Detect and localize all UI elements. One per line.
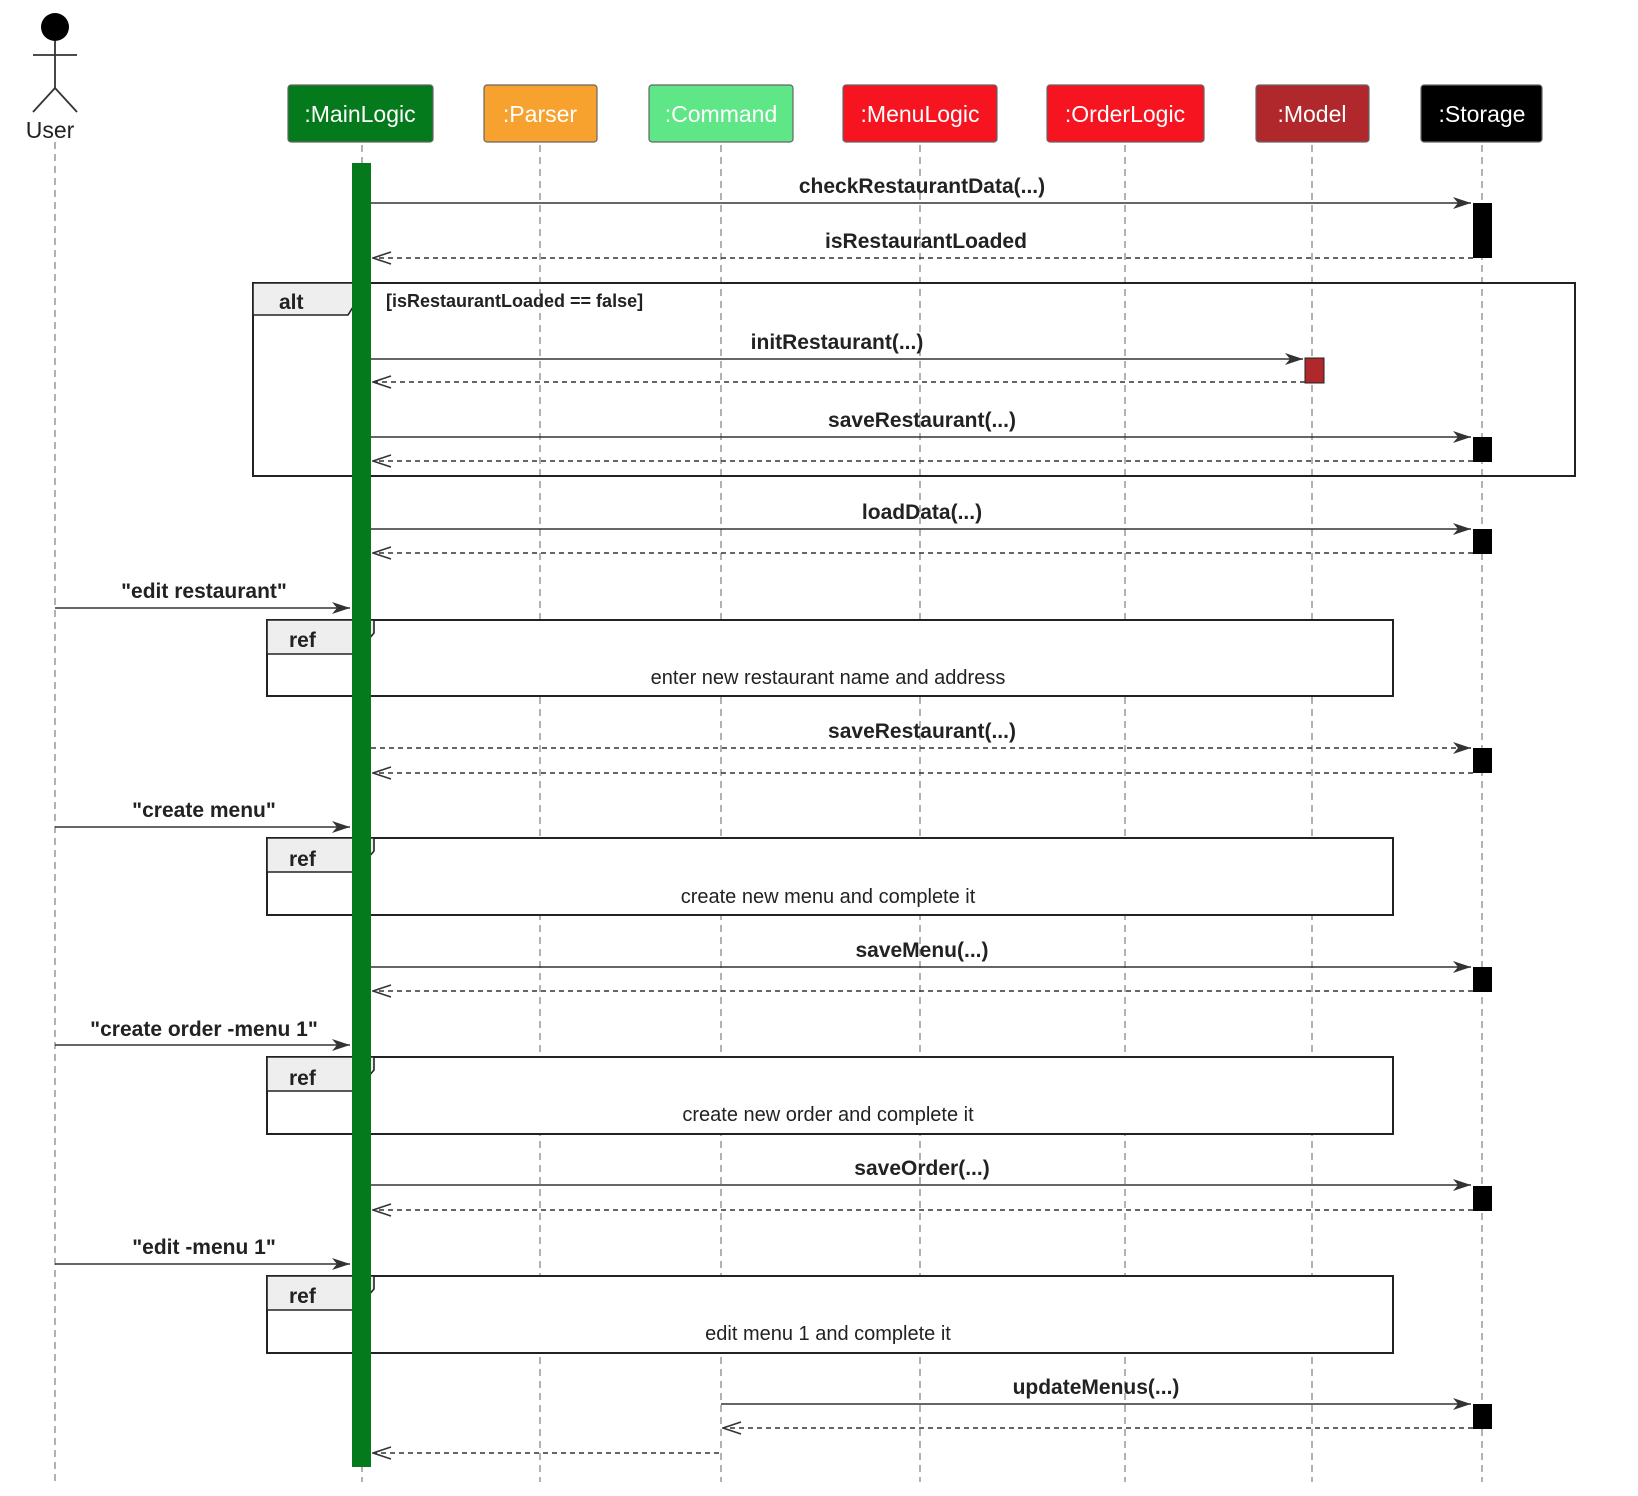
participant-command: :Command	[648, 84, 794, 143]
fragment-alt: alt [isRestaurantLoaded == false]	[252, 282, 1576, 477]
activation-model	[1304, 357, 1325, 384]
participant-label: :Storage	[1439, 101, 1526, 127]
fragment-text: create new menu and complete it	[681, 886, 976, 908]
participant-storage: :Storage	[1420, 84, 1543, 143]
message-label: saveRestaurant(...)	[828, 409, 1016, 432]
fragment-guard: [isRestaurantLoaded == false]	[386, 291, 643, 311]
participant-label: :Model	[1277, 101, 1346, 127]
fragment-kind-label: ref	[289, 848, 317, 871]
fragment-ref: ref edit menu 1 and complete it	[266, 1275, 1394, 1354]
message-label: saveRestaurant(...)	[828, 720, 1016, 743]
activation-storage	[1473, 203, 1492, 258]
fragment-ref: ref create new menu and complete it	[266, 837, 1394, 916]
participant-parser: :Parser	[483, 84, 598, 143]
message-label: isRestaurantLoaded	[825, 230, 1027, 253]
participant-label: :Parser	[503, 101, 577, 127]
fragment-kind-label: alt	[279, 291, 304, 314]
fragment-text: enter new restaurant name and address	[651, 667, 1006, 689]
message-label: checkRestaurantData(...)	[799, 175, 1045, 198]
actor-label: User	[26, 117, 75, 143]
participant-label: :MainLogic	[304, 101, 415, 127]
participant-label: :MenuLogic	[861, 101, 980, 127]
fragment-ref: ref enter new restaurant name and addres…	[266, 619, 1394, 697]
message-label: "create order -menu 1"	[90, 1018, 318, 1041]
fragment-kind-label: ref	[289, 1285, 317, 1308]
activation-storage	[1473, 1404, 1492, 1429]
activation-storage	[1473, 437, 1492, 462]
activation-storage	[1473, 967, 1492, 992]
participant-mainlogic: :MainLogic	[287, 84, 434, 143]
participant-orderlogic: :OrderLogic	[1046, 84, 1205, 143]
activation-mainlogic	[352, 163, 371, 1467]
activations-storage	[1473, 203, 1492, 1429]
message-labels: checkRestaurantData(...) isRestaurantLoa…	[90, 175, 1179, 1399]
fragment-kind-label: ref	[289, 1067, 317, 1090]
participant-label: :Command	[665, 101, 777, 127]
fragment-text: create new order and complete it	[682, 1104, 974, 1126]
message-label: saveOrder(...)	[854, 1157, 989, 1180]
participant-label: :OrderLogic	[1065, 101, 1185, 127]
fragment-text: edit menu 1 and complete it	[705, 1323, 951, 1345]
activation-storage	[1473, 529, 1492, 554]
actor-head-icon	[41, 13, 69, 41]
activation-storage	[1473, 748, 1492, 773]
messages	[55, 197, 1473, 1453]
activation-storage	[1473, 1186, 1492, 1211]
message-label: "edit -menu 1"	[132, 1236, 276, 1259]
message-label: saveMenu(...)	[855, 939, 988, 962]
message-label: initRestaurant(...)	[751, 331, 924, 354]
fragment-ref: ref create new order and complete it	[266, 1056, 1394, 1135]
actor-user: User	[26, 13, 78, 143]
participant-model: :Model	[1255, 84, 1370, 143]
message-label: "edit restaurant"	[121, 580, 287, 603]
fragment-kind-label: ref	[289, 629, 317, 652]
message-label: "create menu"	[132, 799, 276, 822]
message-label: loadData(...)	[862, 501, 982, 524]
participant-menulogic: :MenuLogic	[842, 84, 998, 143]
message-label: updateMenus(...)	[1013, 1376, 1180, 1399]
